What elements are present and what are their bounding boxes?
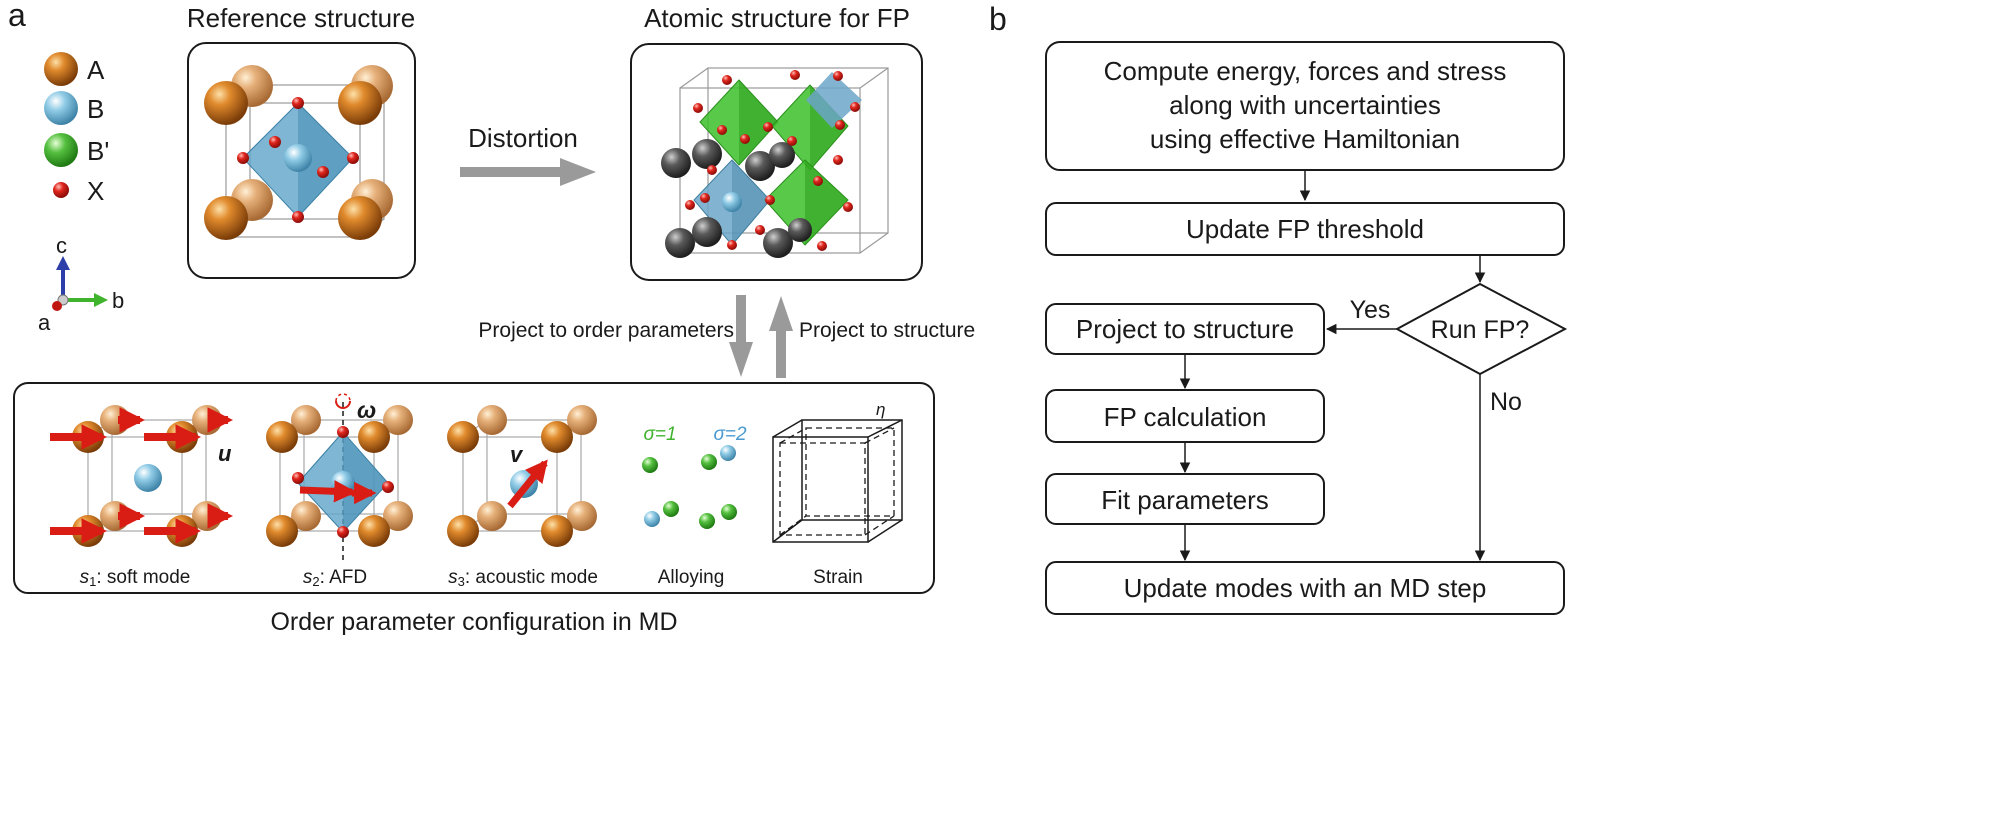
a-axis-arrow: [52, 301, 62, 311]
alloying-image: [642, 445, 737, 529]
legend-swatch-a: [44, 52, 78, 86]
alloying-sigma-1: σ=1: [643, 424, 676, 445]
distortion-arrow: [460, 158, 596, 186]
axis-label-a: a: [38, 310, 51, 335]
update-modes-step: [1045, 561, 1565, 615]
legend-label-b: B: [87, 94, 104, 124]
soft-mode-image: [50, 405, 234, 547]
update-threshold-step: [1045, 202, 1565, 256]
compute-step-line-2: along with uncertainties: [1169, 90, 1441, 120]
afd-mode-label: s2: AFD: [303, 567, 367, 589]
order-parameter-box: [13, 382, 935, 594]
legend-label-x: X: [87, 176, 104, 206]
fp-structure-image: [661, 67, 889, 258]
reference-structure-title: Reference structure: [187, 3, 415, 33]
update-modes-label: Update modes with an MD step: [1124, 573, 1487, 603]
project-to-structure-step-label: Project to structure: [1076, 314, 1294, 344]
distortion-label: Distortion: [468, 123, 578, 153]
strain-eta: η: [876, 400, 885, 419]
fp-structure-title: Atomic structure for FP: [644, 3, 910, 33]
update-threshold-label: Update FP threshold: [1186, 214, 1424, 244]
afd-vector-omega: ω: [357, 397, 376, 423]
legend-swatch-b-prime: [44, 133, 78, 167]
order-parameter-caption: Order parameter configuration in MD: [270, 608, 677, 636]
project-down-arrow: [729, 295, 753, 377]
panel-a-label: a: [8, 0, 26, 33]
legend-label-b-prime: B': [87, 136, 109, 166]
alloying-label: Alloying: [658, 567, 725, 588]
fp-structure-frame: [630, 43, 923, 281]
axis-label-b: b: [112, 288, 124, 313]
acoustic-mode-image: [447, 405, 597, 547]
strain-image: [772, 419, 903, 543]
legend: A B B' X: [44, 52, 109, 206]
project-to-order-label: Project to order parameters: [478, 319, 734, 342]
acoustic-vector-v: v: [510, 442, 524, 467]
legend-swatch-x: [53, 182, 69, 198]
axis-triad: c b a: [38, 233, 124, 335]
project-to-structure-label: Project to structure: [799, 319, 975, 342]
alloying-sigma-2: σ=2: [713, 424, 747, 445]
yes-label: Yes: [1350, 296, 1391, 324]
legend-swatch-b: [44, 91, 78, 125]
project-up-arrow: [769, 296, 793, 378]
panel-b-label: b: [989, 1, 1007, 37]
compute-step-line-1: Compute energy, forces and stress: [1104, 56, 1507, 86]
soft-mode-label: s1: soft mode: [80, 567, 191, 589]
no-label: No: [1490, 388, 1522, 416]
compute-step-line-3: using effective Hamiltonian: [1150, 124, 1460, 154]
reference-structure-frame: [187, 42, 416, 279]
fp-calculation-label: FP calculation: [1104, 402, 1267, 432]
reference-structure-image: [204, 65, 393, 240]
soft-mode-vector-u: u: [218, 441, 232, 466]
acoustic-mode-label: s3: acoustic mode: [448, 567, 598, 589]
afd-mode-image: [266, 393, 413, 562]
fit-parameters-label: Fit parameters: [1101, 485, 1269, 515]
axis-label-c: c: [56, 233, 67, 258]
run-fp-label: Run FP?: [1431, 316, 1530, 344]
legend-label-a: A: [87, 55, 105, 85]
strain-label: Strain: [813, 567, 863, 588]
